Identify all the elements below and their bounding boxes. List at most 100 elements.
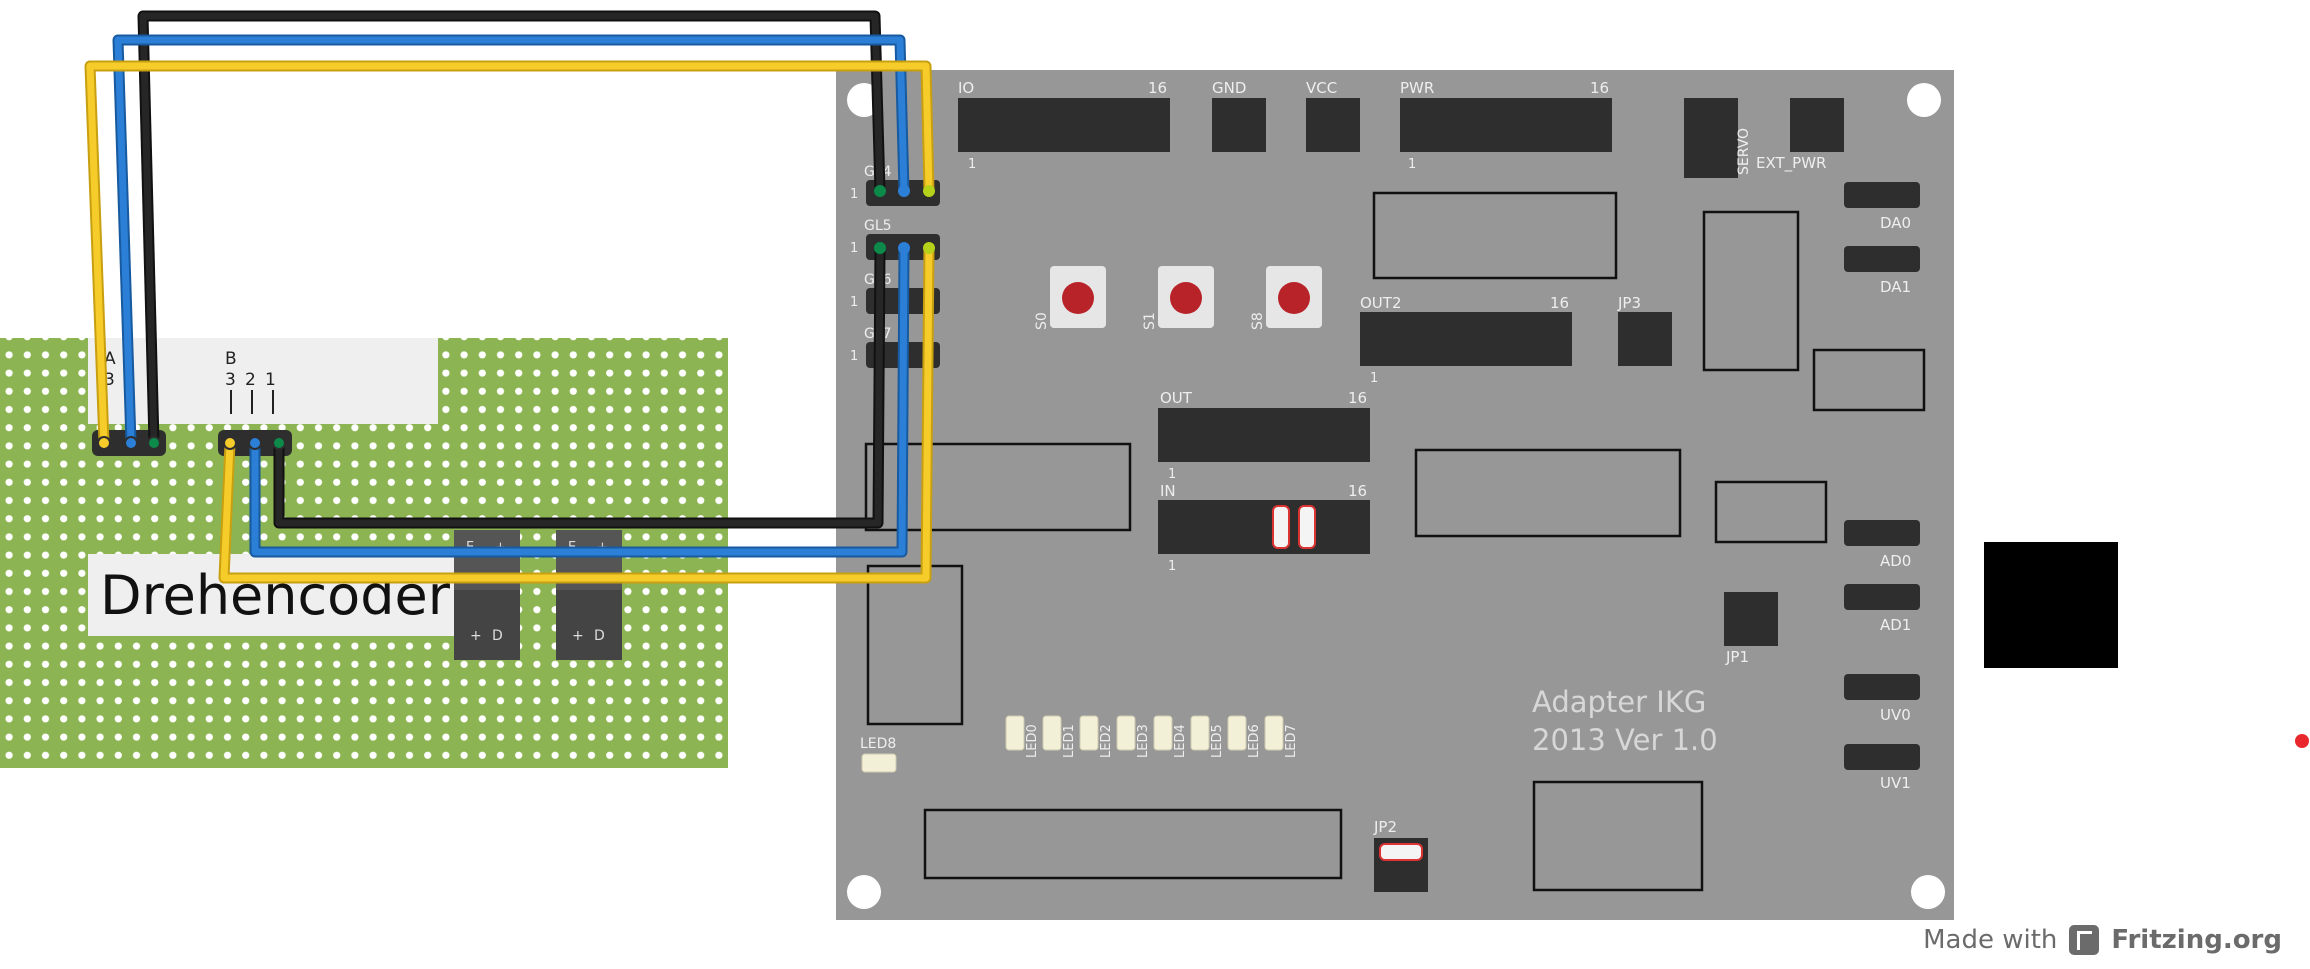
in-1-label: 1 <box>1168 559 1176 574</box>
ic-outline <box>866 564 964 726</box>
ad0-label: AD0 <box>1880 552 1911 570</box>
header-b-pin-1: 1 <box>265 370 276 390</box>
out2-label: OUT2 <box>1360 294 1402 312</box>
header-a-pin-label: 3 <box>104 370 115 390</box>
mount-hole <box>1911 875 1945 909</box>
fritzing-brand[interactable]: Fritzing.org <box>2111 925 2282 955</box>
jp3-header[interactable] <box>1618 312 1672 366</box>
led-3-label: LED3 <box>1136 724 1151 758</box>
svg-text:+: + <box>470 628 482 644</box>
in-header[interactable] <box>1158 500 1370 554</box>
gl7-pin1-label: 1 <box>850 349 858 364</box>
wire-black-bottom-core <box>275 244 884 527</box>
out2-1-label: 1 <box>1370 371 1378 386</box>
da0-label: DA0 <box>1880 214 1911 232</box>
pwr-16-label: 16 <box>1590 79 1609 97</box>
gnd-label: GND <box>1212 79 1246 97</box>
io-header[interactable] <box>958 98 1170 152</box>
out-label: OUT <box>1160 389 1193 407</box>
vcc-header[interactable] <box>1306 98 1360 152</box>
ic-outline <box>1714 480 1828 544</box>
wire-blue-top-core <box>114 36 908 447</box>
s1-label: S1 <box>1142 312 1158 330</box>
led-5-label: LED5 <box>1210 724 1225 758</box>
in-jumper[interactable] <box>1272 505 1290 549</box>
button-s8[interactable] <box>1266 266 1322 328</box>
jp1-header[interactable] <box>1724 592 1778 646</box>
mount-hole <box>847 875 881 909</box>
uv1-header[interactable] <box>1844 744 1920 770</box>
perfboard-label-plate <box>88 554 456 636</box>
ext-pwr-header[interactable] <box>1790 98 1844 152</box>
out2-16-label: 16 <box>1550 294 1569 312</box>
uv0-label: UV0 <box>1880 706 1911 724</box>
led8-label: LED8 <box>860 736 896 752</box>
wires <box>84 10 935 584</box>
led-0-label: LED0 <box>1025 724 1040 758</box>
gnd-header[interactable] <box>1212 98 1266 152</box>
led-6-label: LED6 <box>1247 724 1262 758</box>
led-5 <box>1190 715 1210 751</box>
black-square <box>1984 542 2118 668</box>
led-4-label: LED4 <box>1173 724 1188 758</box>
ic-outline <box>1414 448 1682 538</box>
led-6 <box>1227 715 1247 751</box>
wire-black-top-core <box>139 12 884 447</box>
ad1-header[interactable] <box>1844 584 1920 610</box>
ad1-label: AD1 <box>1880 616 1911 634</box>
button-s0[interactable] <box>1050 266 1106 328</box>
io-label: IO <box>958 79 974 97</box>
out-16-label: 16 <box>1348 389 1367 407</box>
io-1-label: 1 <box>968 157 976 172</box>
led-1-label: LED1 <box>1062 724 1077 758</box>
s0-label: S0 <box>1034 312 1050 330</box>
pwr-label: PWR <box>1400 79 1434 97</box>
wire-yellow-bottom-core <box>220 244 933 582</box>
adapter-title-line2: 2013 Ver 1.0 <box>1532 723 1718 757</box>
header-b-label: B <box>225 349 237 369</box>
header-b-pin-3: 3 <box>225 370 236 390</box>
fritzing-logo-icon <box>2069 925 2100 955</box>
wire-blue-bottom-core <box>251 244 908 556</box>
ext-pwr-label: EXT_PWR <box>1756 154 1826 173</box>
header-b-pin-2: 2 <box>245 370 256 390</box>
adapter-board: IO 16 1 GND VCC PWR 16 1 SERVO EXT_PWR G… <box>836 70 1954 920</box>
io-16-label: 16 <box>1148 79 1167 97</box>
in-label: IN <box>1160 482 1176 500</box>
vcc-label: VCC <box>1306 79 1337 97</box>
led8 <box>861 753 897 773</box>
svg-text:D: D <box>594 628 605 644</box>
out-header[interactable] <box>1158 408 1370 462</box>
led-3 <box>1116 715 1136 751</box>
svg-text:+: + <box>572 628 584 644</box>
jp1-label: JP1 <box>1725 648 1749 666</box>
servo-label: SERVO <box>1736 128 1752 175</box>
jp2-jumper[interactable] <box>1379 843 1423 861</box>
led-0 <box>1005 715 1025 751</box>
made-with-text: Made with <box>1923 925 2058 955</box>
pwr-1-label: 1 <box>1408 157 1416 172</box>
wire-yellow-top-core <box>86 62 933 447</box>
ic-outline <box>1532 780 1704 892</box>
gl6-pin1-label: 1 <box>850 295 858 310</box>
ic-outline <box>1702 210 1800 372</box>
da0-header[interactable] <box>1844 182 1920 208</box>
adapter-title-line1: Adapter IKG <box>1532 685 1706 719</box>
svg-text:D: D <box>492 628 503 644</box>
gl5-label: GL5 <box>864 218 892 234</box>
fritzing-footer: Made with Fritzing.org <box>1923 925 2282 955</box>
perfboard-header-area <box>88 338 438 424</box>
servo-header[interactable] <box>1684 98 1738 178</box>
da1-header[interactable] <box>1844 246 1920 272</box>
mount-hole <box>1907 83 1941 117</box>
ad0-header[interactable] <box>1844 520 1920 546</box>
ic-outline <box>1372 191 1618 280</box>
out2-header[interactable] <box>1360 312 1572 366</box>
uv0-header[interactable] <box>1844 674 1920 700</box>
in-jumper[interactable] <box>1298 505 1316 549</box>
uv1-label: UV1 <box>1880 774 1911 792</box>
jp2-label: JP2 <box>1373 818 1397 836</box>
pwr-header[interactable] <box>1400 98 1612 152</box>
button-s1[interactable] <box>1158 266 1214 328</box>
